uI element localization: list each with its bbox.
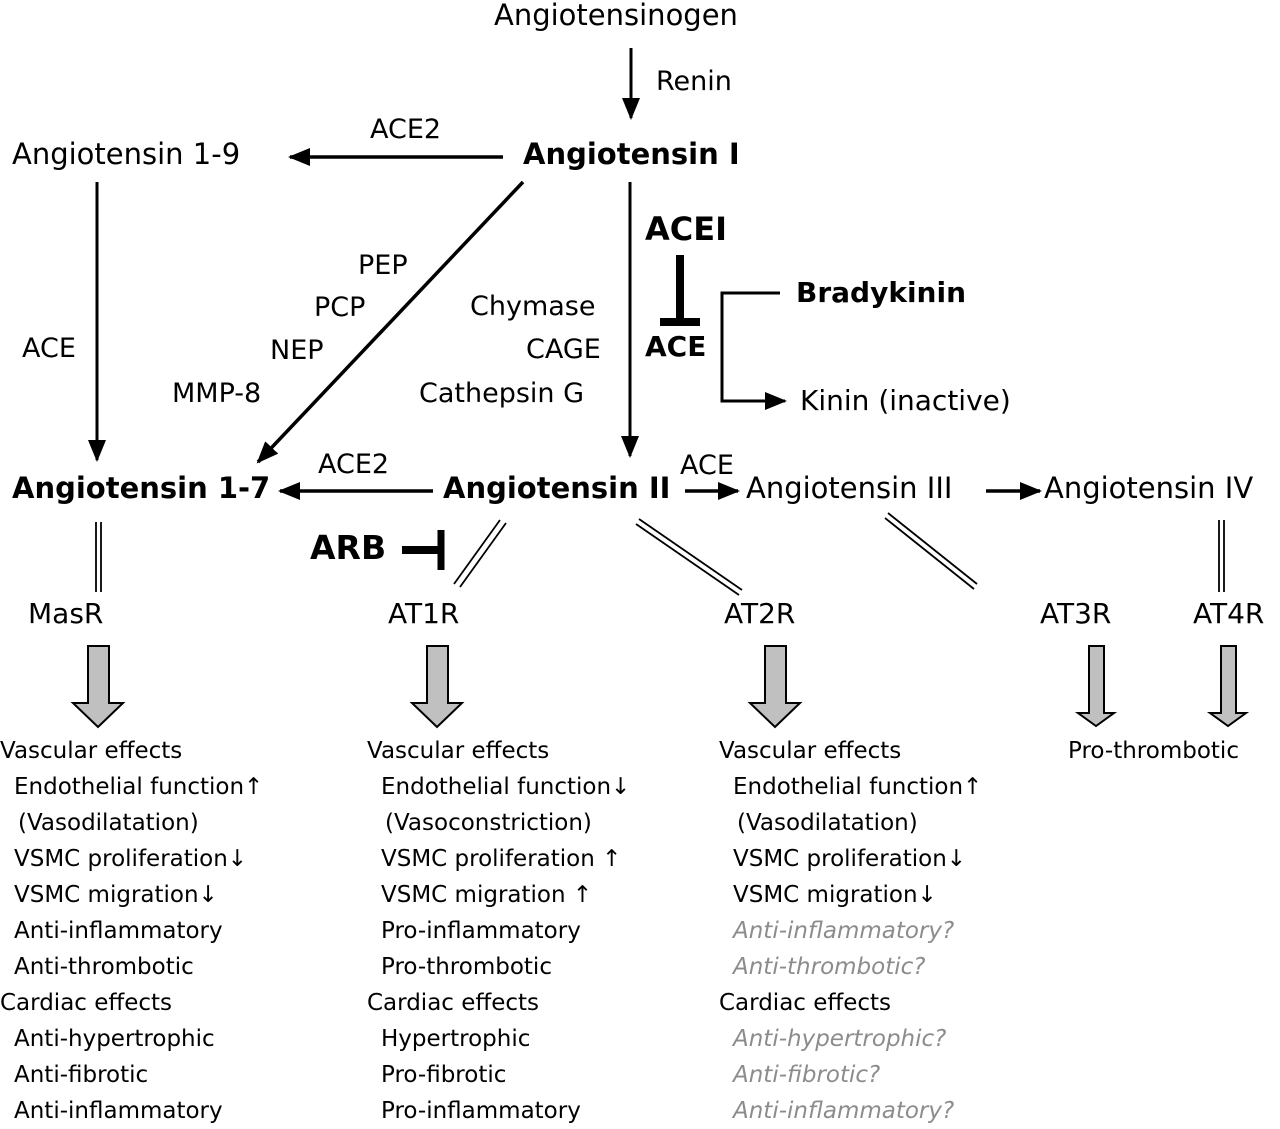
effect-item: Pro-inflammatory bbox=[381, 1098, 581, 1124]
enzyme-ace2-top: ACE2 bbox=[370, 114, 442, 145]
receptor-at4r: AT4R bbox=[1193, 597, 1265, 630]
enzyme-mmp-8: MMP-8 bbox=[172, 378, 262, 409]
effect-item: Anti-inflammatory bbox=[14, 918, 223, 944]
effect-item: VSMC migration↓ bbox=[733, 882, 937, 908]
effect-item: Anti-inflammatory? bbox=[733, 1098, 955, 1124]
effect-item: Cardiac effects bbox=[719, 990, 892, 1016]
effect-item: Anti-hypertrophic? bbox=[733, 1026, 947, 1052]
enzyme-pep: PEP bbox=[358, 250, 408, 281]
node-angiotensin-ii: Angiotensin II bbox=[443, 471, 671, 505]
at2r-effect-arrow bbox=[747, 645, 803, 729]
effect-item: Hypertrophic bbox=[381, 1026, 531, 1052]
effect-item: (Vasodilatation) bbox=[18, 810, 199, 836]
receptor-at2r: AT2R bbox=[724, 597, 796, 630]
enzyme-cathepsin-g: Cathepsin G bbox=[419, 378, 585, 409]
masr-effect-arrow bbox=[70, 645, 126, 729]
enzyme-ace-right: ACE bbox=[680, 450, 734, 481]
effect-item: (Vasoconstriction) bbox=[385, 810, 592, 836]
effect-item: Pro-inflammatory bbox=[381, 918, 581, 944]
effect-item: Cardiac effects bbox=[0, 990, 173, 1016]
at1r-effect-arrow bbox=[409, 645, 465, 729]
effect-item: Vascular effects bbox=[719, 738, 902, 764]
effect-item: Anti-fibrotic? bbox=[733, 1062, 881, 1088]
node-angiotensin-i: Angiotensin I bbox=[523, 137, 740, 171]
at3r-effect-arrow bbox=[1074, 645, 1118, 728]
receptor-at1r: AT1R bbox=[388, 597, 460, 630]
effect-item: Endothelial function↑ bbox=[14, 774, 264, 800]
node-angiotensin-1-9: Angiotensin 1-9 bbox=[12, 137, 241, 171]
arrow-angiotensin-i-to-1-7 bbox=[256, 180, 525, 464]
effect-item: VSMC proliferation↓ bbox=[733, 846, 967, 872]
node-bradykinin: Bradykinin bbox=[796, 276, 967, 309]
binding-iii-at3r bbox=[884, 512, 978, 590]
node-angiotensin-iv: Angiotensin IV bbox=[1044, 471, 1254, 505]
effect-item: (Vasodilatation) bbox=[737, 810, 918, 836]
receptor-masr: MasR bbox=[28, 597, 104, 630]
enzyme-cage: CAGE bbox=[526, 334, 601, 365]
effect-item: Vascular effects bbox=[367, 738, 550, 764]
enzyme-nep: NEP bbox=[270, 335, 324, 366]
effect-item: Anti-inflammatory? bbox=[733, 918, 955, 944]
effect-item: VSMC migration↓ bbox=[14, 882, 218, 908]
effect-item: Cardiac effects bbox=[367, 990, 540, 1016]
effect-item: Pro-thrombotic bbox=[381, 954, 552, 980]
effect-item: VSMC proliferation ↑ bbox=[381, 846, 622, 872]
binding-iv-at4r bbox=[1218, 520, 1225, 592]
enzyme-renin: Renin bbox=[656, 66, 732, 97]
effect-item: Endothelial function↓ bbox=[381, 774, 631, 800]
receptor-at3r: AT3R bbox=[1040, 597, 1112, 630]
node-kinin-inactive: Kinin (inactive) bbox=[800, 384, 1011, 417]
effect-item: Anti-fibrotic bbox=[14, 1062, 149, 1088]
effect-item: Anti-inflammatory bbox=[14, 1098, 223, 1124]
bradykinin-conversion-path bbox=[720, 291, 787, 410]
node-angiotensin-iii: Angiotensin III bbox=[746, 471, 953, 505]
binding-ii-at1r bbox=[453, 519, 507, 588]
effect-item: Pro-thrombotic bbox=[1068, 738, 1239, 764]
effect-item: Vascular effects bbox=[0, 738, 183, 764]
effect-item: Endothelial function↑ bbox=[733, 774, 983, 800]
effect-item: Anti-thrombotic bbox=[14, 954, 194, 980]
node-angiotensinogen: Angiotensinogen bbox=[494, 0, 738, 32]
effects-list-at3r-at4r: Pro-thrombotic bbox=[1068, 733, 1239, 769]
effect-item: VSMC proliferation↓ bbox=[14, 846, 248, 872]
enzyme-ace-target: ACE bbox=[645, 330, 707, 363]
enzyme-chymase: Chymase bbox=[470, 291, 596, 322]
enzyme-ace2-mid: ACE2 bbox=[318, 449, 390, 480]
effect-item: Pro-fibrotic bbox=[381, 1062, 507, 1088]
at4r-effect-arrow bbox=[1206, 645, 1250, 728]
node-angiotensin-1-7: Angiotensin 1-7 bbox=[12, 471, 271, 505]
effect-item: Anti-thrombotic? bbox=[733, 954, 926, 980]
effect-item: VSMC migration ↑ bbox=[381, 882, 593, 908]
inhibitor-acei: ACEI bbox=[645, 210, 728, 248]
enzyme-pcp: PCP bbox=[314, 292, 366, 323]
binding-ii-at2r bbox=[635, 518, 743, 596]
effect-item: Anti-hypertrophic bbox=[14, 1026, 215, 1052]
enzyme-ace-left: ACE bbox=[22, 333, 76, 364]
binding-1-7-masr bbox=[95, 522, 102, 592]
inhibitor-arb: ARB bbox=[310, 528, 387, 567]
